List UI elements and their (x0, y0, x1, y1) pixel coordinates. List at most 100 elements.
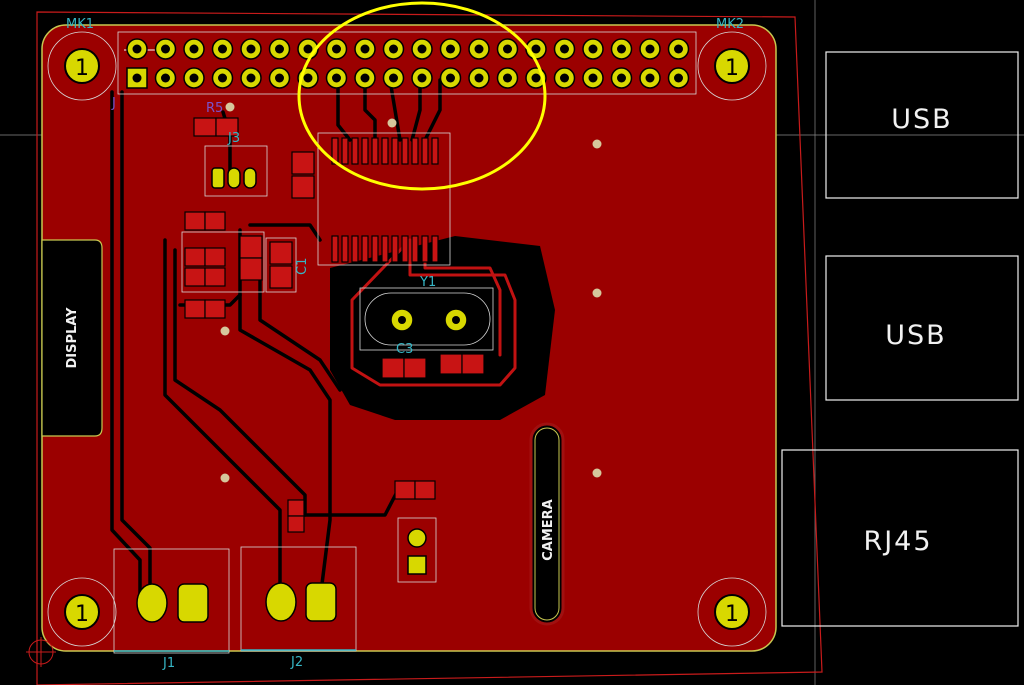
c2-pad-b[interactable] (291, 175, 315, 199)
r-pad-1b[interactable] (204, 211, 226, 231)
mk1-pad-number: 1 (75, 56, 89, 81)
gpio-pin-hole (218, 73, 227, 83)
usb-top-label: USB (891, 104, 952, 135)
small-cap-pad-b[interactable] (287, 515, 305, 533)
gpio-header-pins[interactable] (126, 38, 690, 89)
bl-pad-number: 1 (75, 602, 89, 627)
gpio-pin-hole (389, 73, 398, 83)
c3-pad-a[interactable] (381, 357, 405, 379)
trace-hdr-3 (388, 78, 402, 142)
ic-courtyard (317, 132, 451, 266)
via-5 (592, 139, 602, 149)
usb-connector-top (825, 51, 1019, 199)
j2-pin-1[interactable] (265, 582, 297, 622)
r-pad-4a[interactable] (184, 299, 206, 319)
gpio-pin-hole (417, 44, 427, 54)
ref-mk1: MK1 (66, 17, 94, 32)
r-pad-4b[interactable] (204, 299, 226, 319)
crystal-outline (364, 292, 491, 346)
r-pad-2b[interactable] (204, 247, 226, 267)
j3-pin-3[interactable] (243, 167, 257, 189)
gpio-pin-hole (275, 73, 284, 83)
mk2-pad-number: 1 (725, 56, 739, 81)
r-pad-3b[interactable] (204, 267, 226, 287)
j3-pin-1[interactable] (211, 167, 225, 189)
via-4 (387, 118, 397, 128)
c2-pad-a[interactable] (291, 151, 315, 175)
gpio-pin-hole (132, 73, 142, 83)
r-pad-5a[interactable] (239, 235, 263, 259)
led-res-pad-b[interactable] (414, 480, 436, 500)
gpio-pin-hole (360, 73, 370, 83)
mounting-hole-mk2[interactable]: 1 (697, 31, 767, 101)
led-pin-2[interactable] (407, 555, 427, 575)
gpio-pin-hole (531, 44, 541, 54)
gpio-pin-hole (303, 73, 313, 83)
gpio-pin-hole (503, 73, 512, 83)
usb-connector-bottom (825, 255, 1019, 401)
c4-pad-b[interactable] (461, 353, 485, 375)
via-3 (220, 473, 230, 483)
mounting-hole-bl[interactable]: 1 (47, 577, 117, 647)
mounting-hole-br[interactable]: 1 (697, 577, 767, 647)
ic-top-pins (331, 137, 439, 165)
r-pad-5b[interactable] (239, 257, 263, 281)
c1-pad-a[interactable] (269, 241, 293, 265)
j3-pin-2[interactable] (227, 167, 241, 189)
gpio-pin-hole (474, 44, 484, 54)
ref-j2: J2 (290, 655, 303, 670)
ref-c3: C3 (396, 342, 413, 357)
c3-pad-b[interactable] (403, 357, 427, 379)
usb-bottom-label: USB (885, 320, 946, 351)
trace-j1-1 (120, 90, 152, 602)
highlight-ellipse (297, 1, 547, 191)
r-pad-2a[interactable] (184, 247, 206, 267)
r-pad-3a[interactable] (184, 267, 206, 287)
ic-bottom-pins (331, 235, 439, 263)
j1-pin-2[interactable] (177, 583, 209, 623)
j2-courtyard (240, 546, 357, 652)
j2-pin-2[interactable] (305, 582, 337, 622)
rj45-label: RJ45 (863, 526, 932, 557)
via-6 (592, 288, 602, 298)
ref-j3: J3 (227, 131, 240, 146)
resistor-group-outline (181, 231, 265, 293)
gpio-pin-hole (531, 73, 541, 83)
gpio-pin-hole (474, 73, 484, 83)
led-outline (397, 517, 437, 583)
display-label: DISPLAY (65, 307, 80, 369)
c1-pad-b[interactable] (269, 265, 293, 289)
trace-mcu-2 (248, 223, 322, 242)
r5-pad-b[interactable] (215, 117, 239, 137)
trace-hdr-1 (336, 78, 352, 142)
mounting-hole-mk1[interactable]: 1 (47, 31, 117, 101)
small-cap-pad-a[interactable] (287, 499, 305, 517)
trace-hdr-5 (423, 78, 442, 142)
gpio-pin-hole (189, 44, 199, 54)
gpio-pin-hole (588, 44, 598, 54)
via-1 (225, 102, 235, 112)
crystal-pad-2-hole (452, 316, 460, 324)
gpio-pin-hole (246, 73, 256, 83)
gpio-pin-hole (588, 73, 598, 83)
gpio-pin-hole (218, 44, 227, 54)
gpio-pin-hole (560, 73, 569, 83)
gpio-pin-hole (560, 44, 569, 54)
led-pin-1[interactable] (407, 528, 427, 548)
gpio-pin-hole (161, 73, 170, 83)
gpio-pin-hole (132, 44, 142, 54)
crystal-trace-loop (350, 238, 517, 387)
gpio-pin-hole (503, 44, 512, 54)
j3-outline (204, 145, 268, 197)
r-pad-1a[interactable] (184, 211, 206, 231)
c1-outline (265, 237, 297, 293)
gpio-pin-hole (389, 44, 398, 54)
j1-pin-1[interactable] (136, 583, 168, 623)
origin-marker (26, 637, 56, 667)
led-res-pad-a[interactable] (394, 480, 416, 500)
c4-pad-a[interactable] (439, 353, 463, 375)
br-pad-number: 1 (725, 602, 739, 627)
r5-pad-a[interactable] (193, 117, 217, 137)
